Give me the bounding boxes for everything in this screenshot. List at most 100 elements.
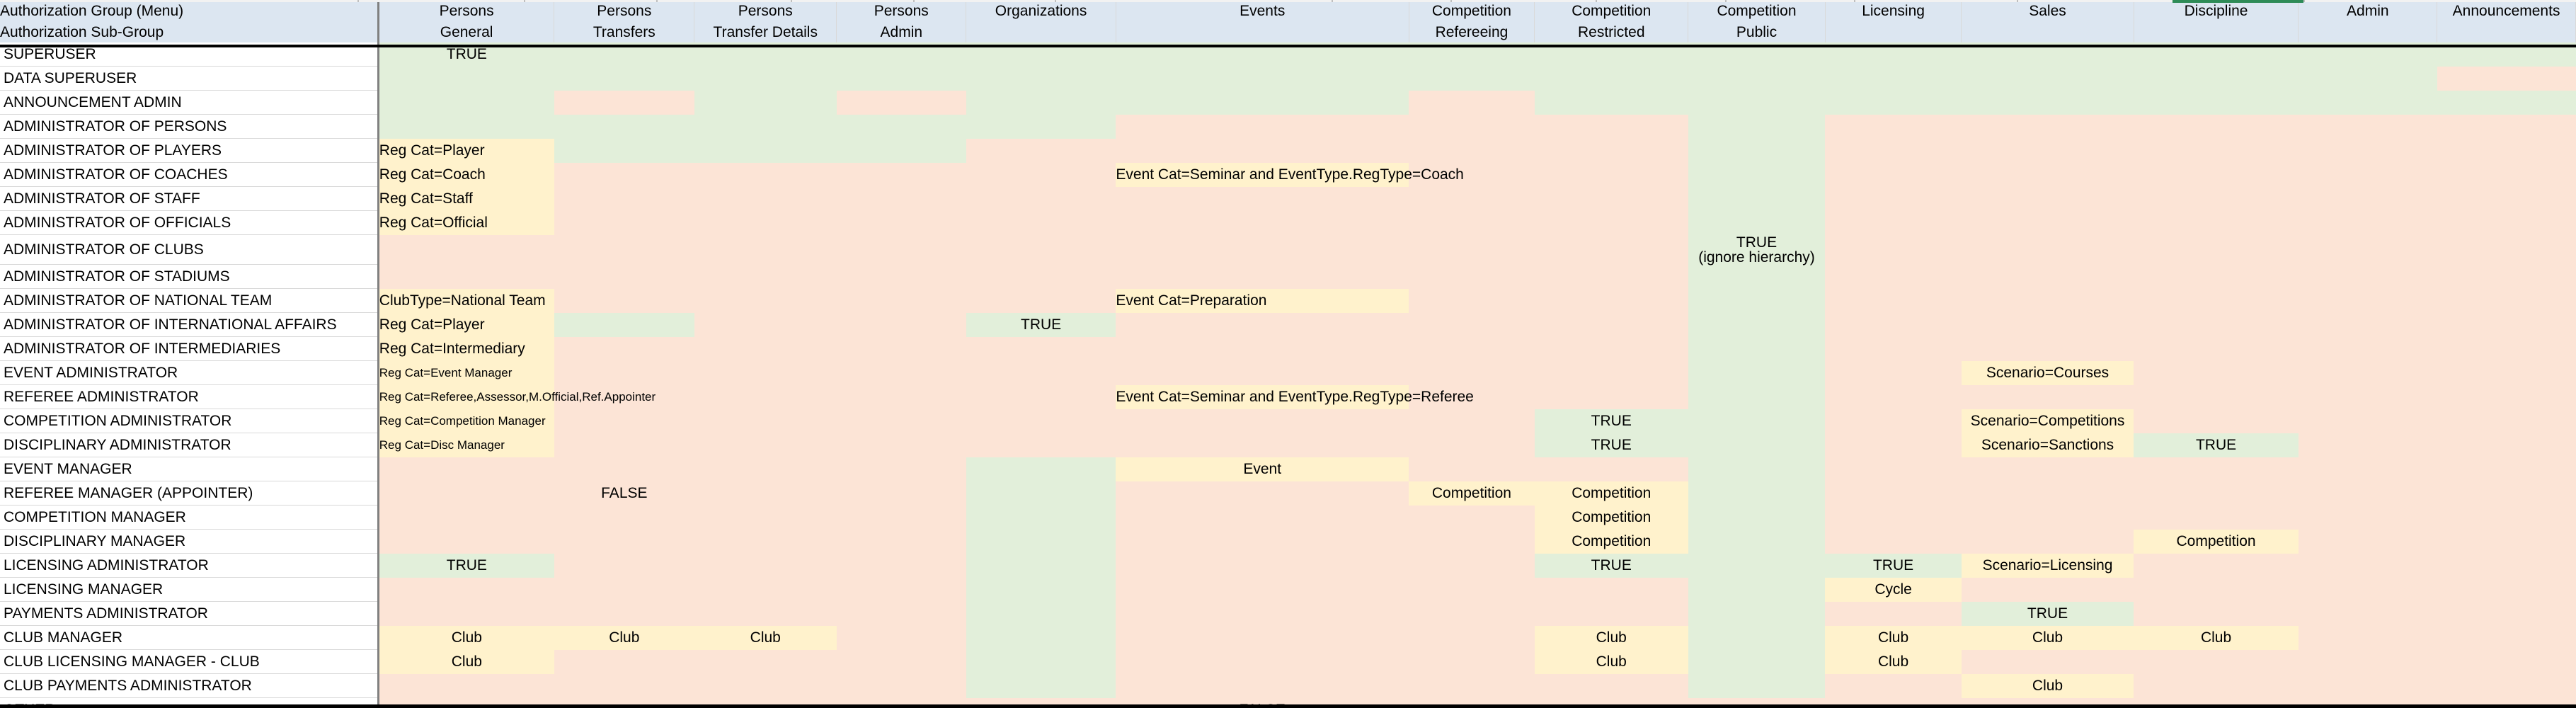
matrix-cell-r4-c3[interactable] bbox=[836, 138, 966, 163]
matrix-cell-r15-c7[interactable]: TRUE bbox=[1534, 409, 1688, 433]
matrix-cell-r24-c9[interactable]: Club bbox=[1825, 625, 1962, 650]
matrix-cell-r11-c4[interactable]: TRUE bbox=[966, 312, 1116, 337]
matrix-cell-r4-c0[interactable]: Reg Cat=Player bbox=[378, 138, 554, 163]
matrix-cell-r19-c4[interactable] bbox=[966, 505, 1116, 530]
matrix-cell-r18-c13[interactable] bbox=[2437, 481, 2576, 506]
matrix-cell-r22-c11[interactable] bbox=[2134, 577, 2299, 602]
matrix-cell-r1-c9[interactable] bbox=[1825, 66, 1962, 91]
matrix-cell-r2-c5[interactable] bbox=[1116, 90, 1409, 115]
matrix-cell-r20-c6[interactable] bbox=[1409, 529, 1535, 554]
matrix-cell-r14-c11[interactable] bbox=[2134, 384, 2299, 409]
matrix-cell-r17-c7[interactable] bbox=[1534, 457, 1688, 481]
matrix-cell-r5-c8[interactable] bbox=[1688, 162, 1826, 187]
matrix-cell-r1-c8[interactable] bbox=[1688, 66, 1826, 91]
matrix-cell-r12-c9[interactable] bbox=[1825, 336, 1962, 361]
matrix-cell-r25-c11[interactable] bbox=[2134, 649, 2299, 674]
matrix-cell-r19-c11[interactable] bbox=[2134, 505, 2299, 530]
matrix-cell-r12-c4[interactable] bbox=[966, 336, 1116, 361]
matrix-cell-r21-c12[interactable] bbox=[2298, 553, 2437, 578]
matrix-cell-r21-c3[interactable] bbox=[836, 553, 966, 578]
matrix-cell-r12-c3[interactable] bbox=[836, 336, 966, 361]
matrix-cell-r18-c9[interactable] bbox=[1825, 481, 1962, 506]
matrix-cell-r7-c13[interactable] bbox=[2437, 210, 2576, 235]
matrix-cell-r5-c7[interactable] bbox=[1534, 162, 1688, 187]
matrix-cell-r1-c0[interactable] bbox=[378, 66, 554, 91]
matrix-cell-r11-c9[interactable] bbox=[1825, 312, 1962, 337]
matrix-cell-r2-c11[interactable] bbox=[2134, 90, 2299, 115]
matrix-cell-r7-c1[interactable] bbox=[554, 210, 694, 235]
matrix-cell-r20-c1[interactable] bbox=[554, 529, 694, 554]
matrix-cell-r24-c2[interactable]: Club bbox=[694, 625, 837, 650]
matrix-cell-r3-c0[interactable] bbox=[378, 114, 554, 139]
matrix-cell-r22-c0[interactable] bbox=[378, 577, 554, 602]
matrix-cell-r5-c1[interactable] bbox=[554, 162, 694, 187]
matrix-cell-r13-c5[interactable] bbox=[1116, 360, 1409, 385]
matrix-cell-r13-c8[interactable] bbox=[1688, 360, 1826, 385]
matrix-cell-r3-c6[interactable] bbox=[1409, 114, 1535, 139]
matrix-cell-r15-c4[interactable] bbox=[966, 409, 1116, 433]
matrix-cell-r11-c0[interactable]: Reg Cat=Player bbox=[378, 312, 554, 337]
matrix-cell-r16-c2[interactable] bbox=[694, 433, 837, 457]
matrix-cell-r21-c8[interactable] bbox=[1688, 553, 1826, 578]
matrix-cell-r6-c4[interactable] bbox=[966, 186, 1116, 211]
matrix-cell-r9-c5[interactable] bbox=[1116, 264, 1409, 289]
matrix-cell-r22-c13[interactable] bbox=[2437, 577, 2576, 602]
matrix-cell-r20-c3[interactable] bbox=[836, 529, 966, 554]
matrix-cell-r6-c13[interactable] bbox=[2437, 186, 2576, 211]
matrix-cell-r15-c13[interactable] bbox=[2437, 409, 2576, 433]
matrix-cell-r6-c1[interactable] bbox=[554, 186, 694, 211]
matrix-cell-r21-c6[interactable] bbox=[1409, 553, 1535, 578]
matrix-cell-r26-c1[interactable] bbox=[554, 673, 694, 698]
matrix-cell-r9-c3[interactable] bbox=[836, 264, 966, 289]
matrix-cell-r1-c2[interactable] bbox=[694, 66, 837, 91]
matrix-cell-r14-c3[interactable] bbox=[836, 384, 966, 409]
matrix-cell-r5-c9[interactable] bbox=[1825, 162, 1962, 187]
matrix-cell-r23-c0[interactable] bbox=[378, 601, 554, 626]
matrix-cell-r17-c12[interactable] bbox=[2298, 457, 2437, 481]
matrix-cell-r7-c12[interactable] bbox=[2298, 210, 2437, 235]
matrix-cell-r13-c13[interactable] bbox=[2437, 360, 2576, 385]
matrix-cell-r9-c0[interactable] bbox=[378, 264, 554, 289]
matrix-cell-r25-c12[interactable] bbox=[2298, 649, 2437, 674]
matrix-cell-r6-c0[interactable]: Reg Cat=Staff bbox=[378, 186, 554, 211]
matrix-cell-r15-c9[interactable] bbox=[1825, 409, 1962, 433]
matrix-cell-r19-c1[interactable] bbox=[554, 505, 694, 530]
matrix-cell-r23-c3[interactable] bbox=[836, 601, 966, 626]
matrix-cell-r22-c6[interactable] bbox=[1409, 577, 1535, 602]
matrix-cell-r26-c9[interactable] bbox=[1825, 673, 1962, 698]
matrix-cell-r26-c10[interactable]: Club bbox=[1961, 673, 2134, 698]
matrix-cell-r23-c1[interactable] bbox=[554, 601, 694, 626]
matrix-cell-r24-c1[interactable]: Club bbox=[554, 625, 694, 650]
matrix-cell-r18-c10[interactable] bbox=[1961, 481, 2134, 506]
matrix-cell-r16-c3[interactable] bbox=[836, 433, 966, 457]
matrix-cell-r10-c12[interactable] bbox=[2298, 288, 2437, 313]
matrix-cell-r1-c6[interactable] bbox=[1409, 66, 1535, 91]
matrix-cell-r22-c1[interactable] bbox=[554, 577, 694, 602]
matrix-cell-r21-c1[interactable] bbox=[554, 553, 694, 578]
matrix-cell-r3-c8[interactable] bbox=[1688, 114, 1826, 139]
matrix-cell-r10-c5[interactable]: Event Cat=Preparation bbox=[1116, 288, 1409, 313]
matrix-cell-r2-c3[interactable] bbox=[836, 90, 966, 115]
matrix-cell-r7-c6[interactable] bbox=[1409, 210, 1535, 235]
matrix-cell-r12-c6[interactable] bbox=[1409, 336, 1535, 361]
matrix-cell-r3-c4[interactable] bbox=[966, 114, 1116, 139]
matrix-cell-r16-c6[interactable] bbox=[1409, 433, 1535, 457]
matrix-cell-r14-c6[interactable] bbox=[1409, 384, 1535, 409]
matrix-cell-r22-c8[interactable] bbox=[1688, 577, 1826, 602]
matrix-cell-r25-c5[interactable] bbox=[1116, 649, 1409, 674]
matrix-cell-r12-c0[interactable]: Reg Cat=Intermediary bbox=[378, 336, 554, 361]
matrix-cell-r18-c3[interactable] bbox=[836, 481, 966, 506]
matrix-cell-r1-c3[interactable] bbox=[836, 66, 966, 91]
matrix-cell-r20-c2[interactable] bbox=[694, 529, 837, 554]
matrix-cell-r22-c2[interactable] bbox=[694, 577, 837, 602]
matrix-cell-r25-c13[interactable] bbox=[2437, 649, 2576, 674]
matrix-cell-r9-c1[interactable] bbox=[554, 264, 694, 289]
matrix-cell-r5-c13[interactable] bbox=[2437, 162, 2576, 187]
matrix-cell-r14-c13[interactable] bbox=[2437, 384, 2576, 409]
matrix-cell-r9-c10[interactable] bbox=[1961, 264, 2134, 289]
